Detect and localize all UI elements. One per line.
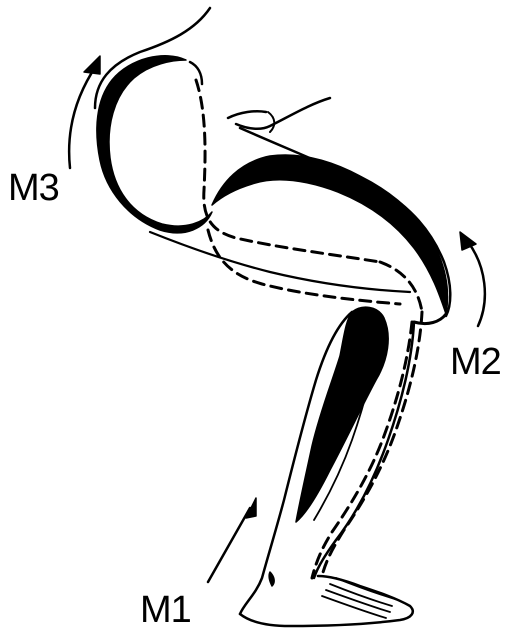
- label-m3: M3: [8, 167, 59, 209]
- hip-dashed-line-2: [208, 230, 400, 304]
- pelvis-stroke-2: [236, 98, 330, 129]
- pelvis-stroke-1: [228, 111, 266, 118]
- foot-outline: [240, 576, 413, 626]
- gluteal-muscle-band: [97, 56, 212, 233]
- heel-mark: [269, 572, 274, 586]
- pelvis-stroke-3: [268, 112, 274, 132]
- knee-outline: [414, 314, 446, 324]
- calf-back-outline: [240, 312, 352, 614]
- calf-muscle-band: [296, 307, 388, 522]
- label-m1: M1: [140, 589, 191, 631]
- arrow-m1: [208, 498, 256, 582]
- arrow-m2: [460, 232, 485, 326]
- toe-lines: [322, 578, 398, 618]
- quadriceps-muscle-band: [212, 155, 448, 314]
- label-m2: M2: [450, 341, 501, 383]
- arrow-m3: [69, 56, 100, 168]
